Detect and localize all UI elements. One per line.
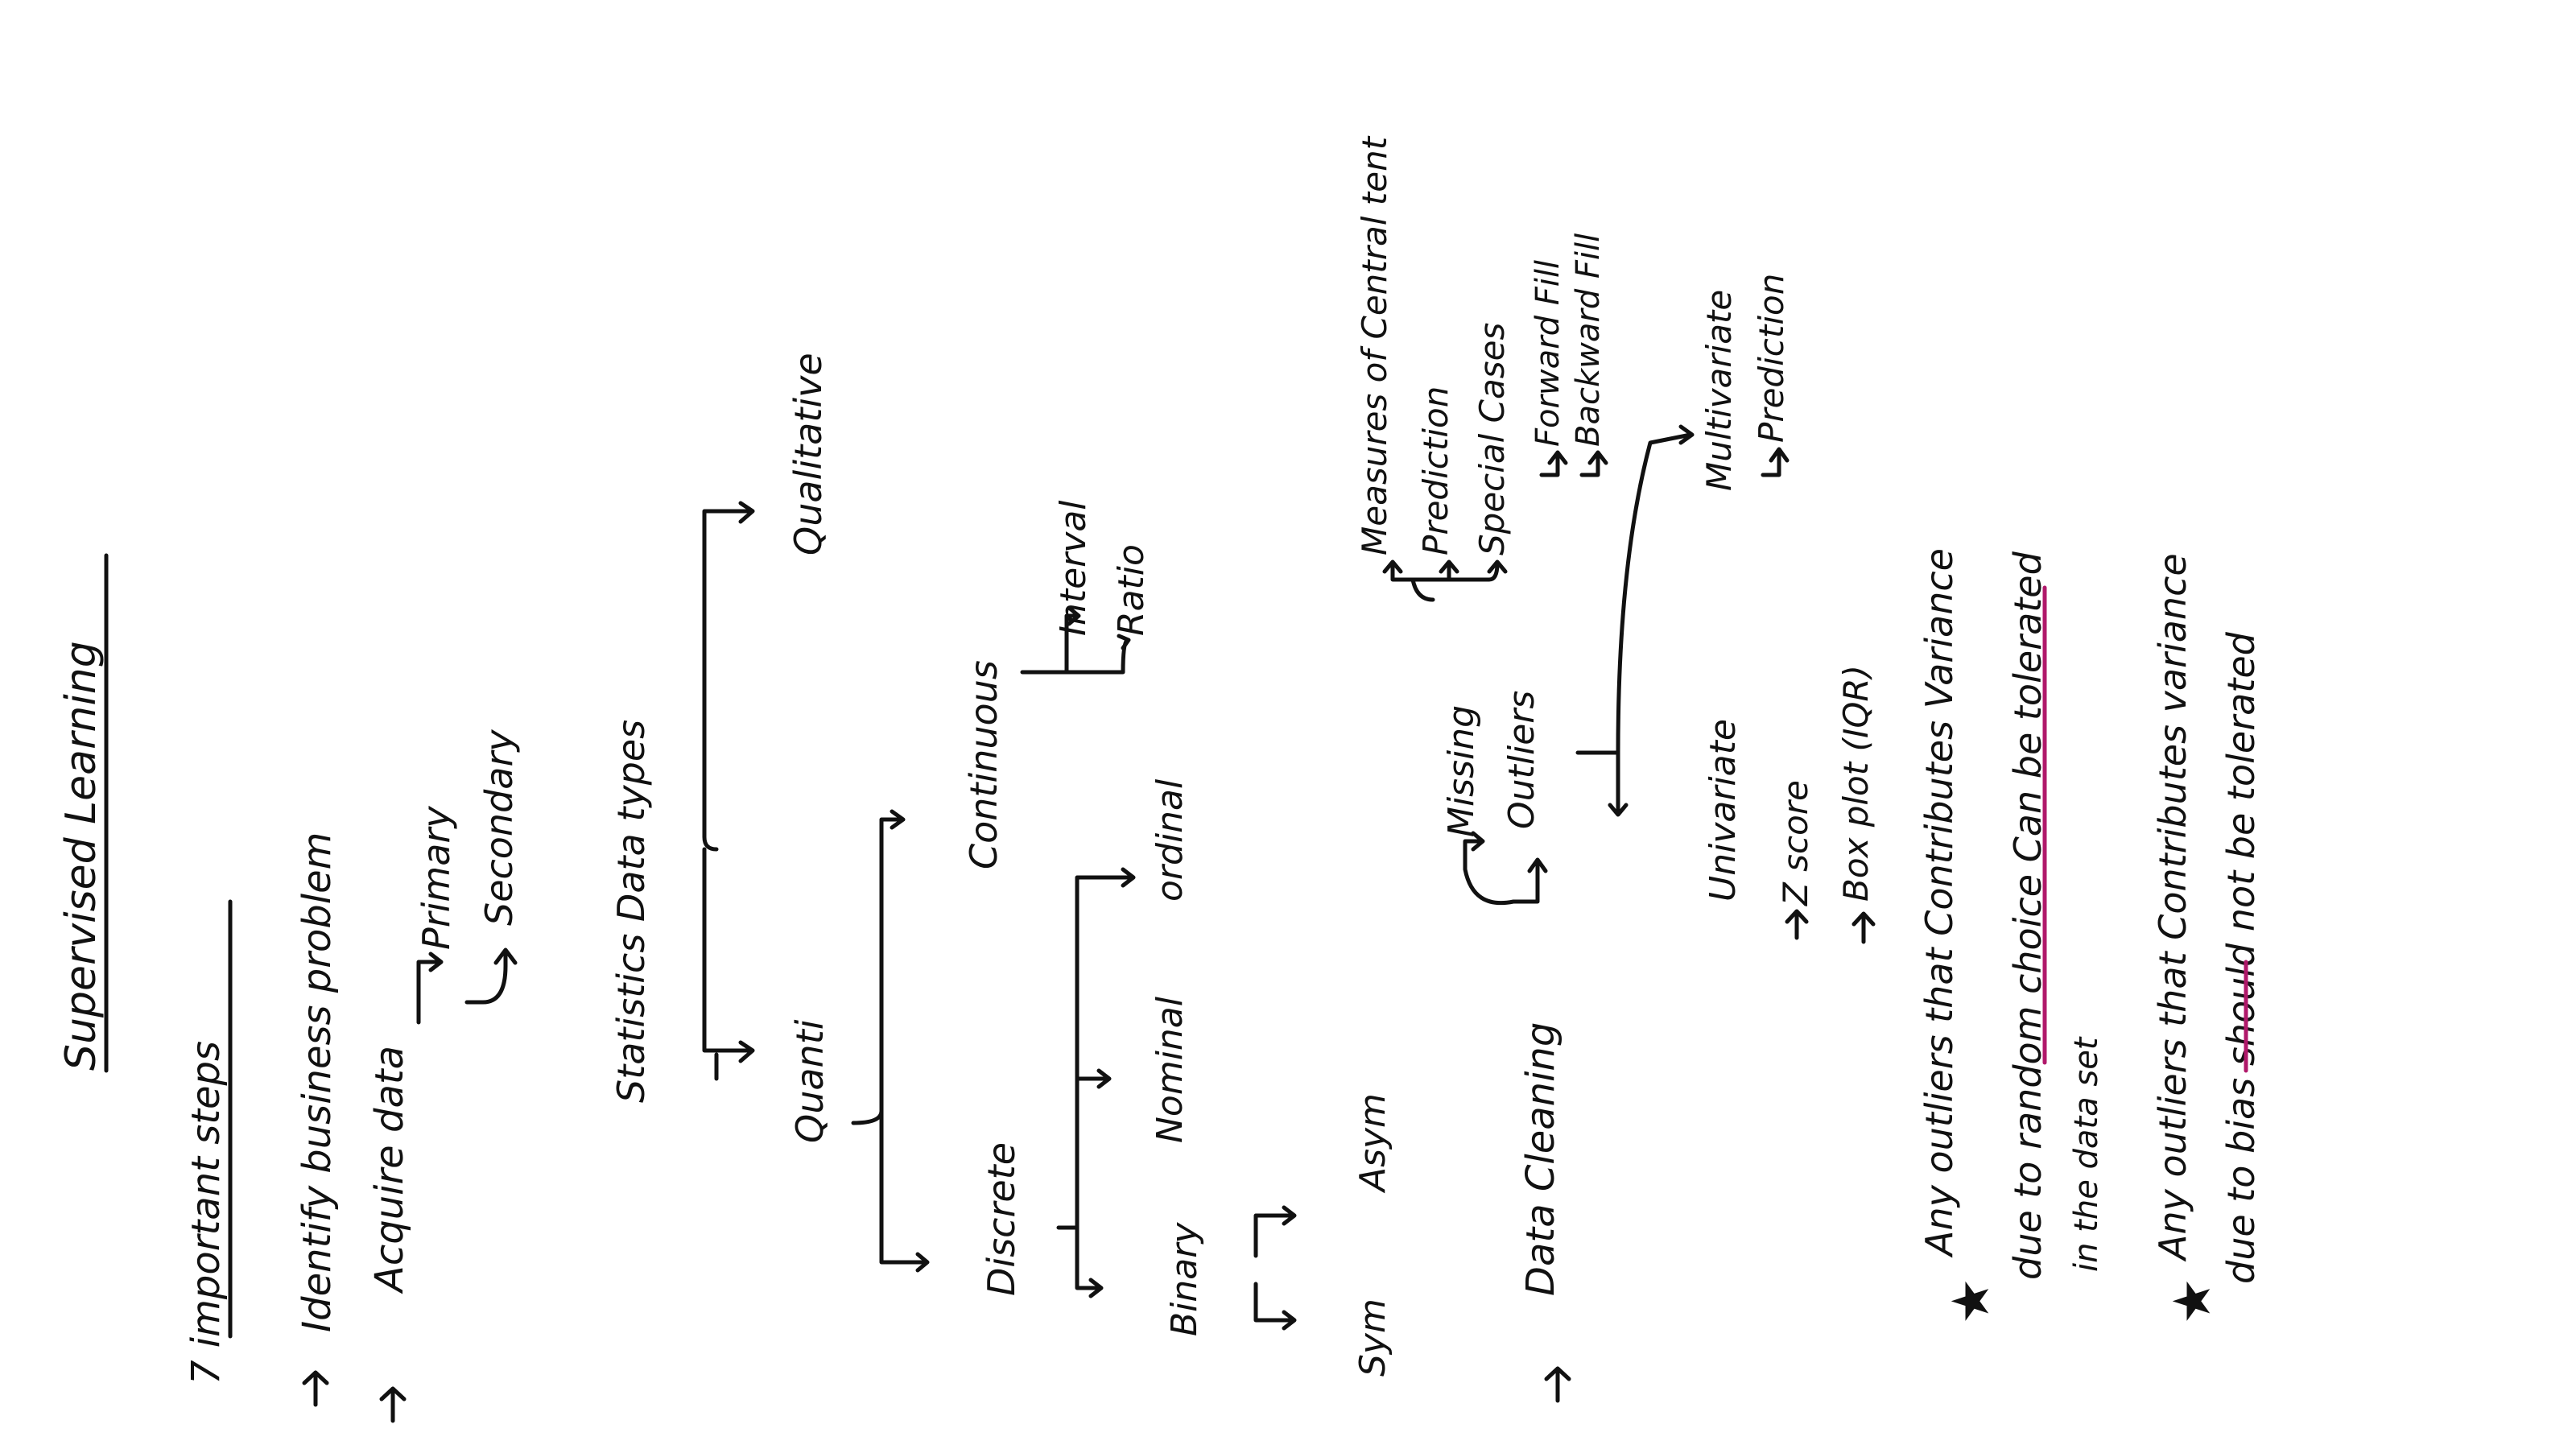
note2-line2: due to bias should not be tolerated (2219, 631, 2263, 1284)
secondary-label: Secondary (477, 729, 521, 926)
multi-prediction-label: Prediction (1752, 274, 1791, 443)
univariate-label: Univariate (1703, 719, 1744, 902)
prediction-label: Prediction (1416, 386, 1455, 555)
special-cases-label: Special Cases (1472, 323, 1512, 555)
binary-label: Binary (1164, 1222, 1205, 1336)
note2-star-icon: ★ (2163, 1278, 2223, 1324)
sym-label: Sym (1352, 1298, 1393, 1377)
z-score-arrow-icon (1785, 909, 1809, 940)
quanti-brace (851, 809, 930, 1273)
continuous-label: Continuous (962, 660, 1005, 869)
backward-fill-branch (1579, 450, 1608, 477)
box-plot-arrow-icon (1852, 911, 1876, 944)
primary-branch (416, 952, 444, 1025)
outliers-brace (1575, 424, 1695, 817)
note1-star-icon: ★ (1942, 1278, 2001, 1324)
interval-label: Interval (1053, 500, 1094, 636)
forward-fill-branch (1539, 450, 1568, 477)
qualitative-label: Qualitative (786, 353, 830, 555)
measures-label: Measures of Central tent (1355, 135, 1394, 555)
forward-fill-label: Forward Fill (1530, 260, 1567, 447)
cleaning-brace (1463, 831, 1548, 906)
nominal-label: Nominal (1150, 996, 1191, 1143)
missing-label: Missing (1441, 705, 1482, 837)
data-cleaning-label: Data Cleaning (1518, 1022, 1563, 1296)
multivariate-label: Multivariate (1699, 290, 1739, 491)
stat-types-brace (702, 501, 755, 1081)
ratio-label: Ratio (1111, 544, 1152, 636)
secondary-branch (464, 947, 518, 1005)
step2-label: Acquire data (367, 1046, 412, 1294)
stat-types-label: Statistics Data types (609, 720, 653, 1103)
step1-arrow-icon (302, 1370, 329, 1407)
note1-line1: Any outliers that Contributes Variance (1918, 548, 1961, 1258)
ordinal-label: ordinal (1150, 778, 1191, 902)
primary-label: Primary (415, 806, 458, 950)
outliers-label: Outliers (1501, 691, 1542, 829)
missing-brace (1382, 559, 1508, 602)
note2-line1: Any outliers that Contributes variance (2151, 553, 2194, 1262)
steps-heading: 7 important steps (184, 1041, 229, 1385)
discrete-label: Discrete (980, 1142, 1023, 1296)
z-score-label: Z score (1776, 780, 1815, 906)
discrete-brace (1056, 867, 1136, 1298)
step1-label: Identify business problem (295, 832, 340, 1332)
asym-label: Asym (1352, 1093, 1393, 1194)
page-title: Supervised Learning (57, 641, 105, 1071)
data-cleaning-arrow-icon (1544, 1366, 1571, 1403)
quanti-label: Quanti (788, 1019, 832, 1143)
continuous-brace (1020, 605, 1131, 675)
step2-arrow-icon (379, 1386, 407, 1423)
note1-line3: in the data set (2068, 1036, 2105, 1272)
multi-prediction-branch (1761, 447, 1790, 477)
note1-line2: due to random choice Can be tolerated (2006, 551, 2050, 1280)
box-plot-label: Box plot (IQR) (1836, 665, 1876, 902)
binary-brace (1253, 1205, 1297, 1331)
backward-fill-label: Backward Fill (1570, 233, 1607, 447)
